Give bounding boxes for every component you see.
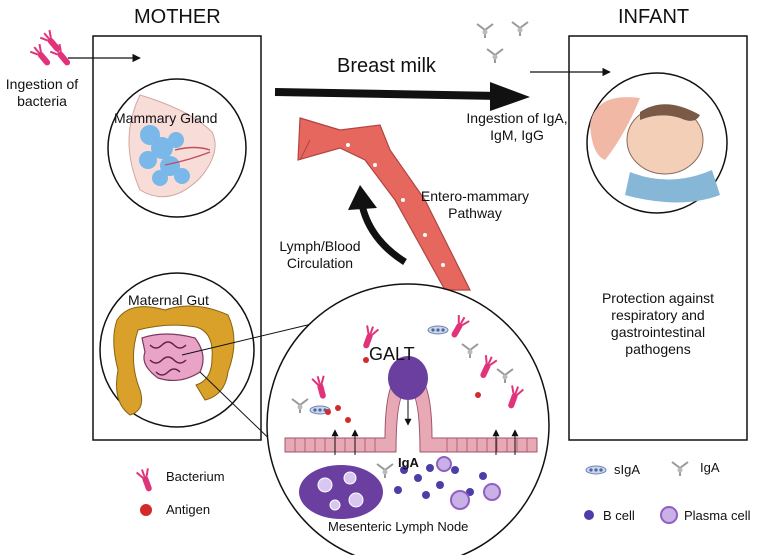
intestine-inner [141, 333, 204, 382]
mother-box [92, 35, 262, 441]
entero-mammary-label: Entero-mammary Pathway [420, 188, 530, 221]
blood-vessel [297, 117, 471, 291]
maternal-gut-label: Maternal Gut [128, 292, 209, 308]
peyer-dome [388, 356, 428, 400]
mesenteric-label: Mesenteric Lymph Node [328, 519, 469, 534]
iga-inner-label: IgA [398, 455, 419, 470]
plasma-cells [436, 456, 501, 510]
legend-bacterium: Bacterium [166, 469, 225, 484]
legend-plasma-cell: Plasma cell [684, 508, 751, 523]
b-cells [394, 464, 487, 499]
colon-outer [113, 305, 235, 416]
legend-iga: IgA [700, 460, 720, 475]
transport-arrows [331, 429, 519, 455]
legend-b-cell-dot [584, 510, 594, 520]
mesenteric-lymph-node [299, 465, 383, 519]
breast-milk-arrow [274, 82, 530, 111]
infant-box [568, 35, 748, 441]
lymph-blood-arrow [358, 204, 407, 265]
mother-heading: MOTHER [134, 6, 221, 28]
legend-b-cell: B cell [603, 508, 635, 523]
breast-milk-label: Breast milk [337, 55, 436, 77]
gland-lobules [139, 125, 190, 186]
zoom-line-top [181, 321, 321, 356]
infant-blanket [625, 170, 720, 203]
galt-label: GALT [369, 344, 415, 364]
lymph-blood-label: Lymph/Blood Circulation [279, 238, 361, 271]
legend-antigen-dot [140, 504, 152, 516]
ingestion-bacteria-label: Ingestion of bacteria [5, 76, 79, 109]
legend-plasma-cell [660, 506, 678, 524]
protection-label: Protection against respiratory and gastr… [601, 290, 715, 357]
ingestion-ig-label: Ingestion of IgA, IgM, IgG [466, 110, 568, 143]
mammary-gland-label: Mammary Gland [114, 110, 218, 126]
infant-breast [590, 97, 640, 160]
infant-heading: INFANT [618, 6, 690, 28]
legend-antigen: Antigen [166, 502, 211, 517]
legend-siga: sIgA [614, 462, 641, 477]
